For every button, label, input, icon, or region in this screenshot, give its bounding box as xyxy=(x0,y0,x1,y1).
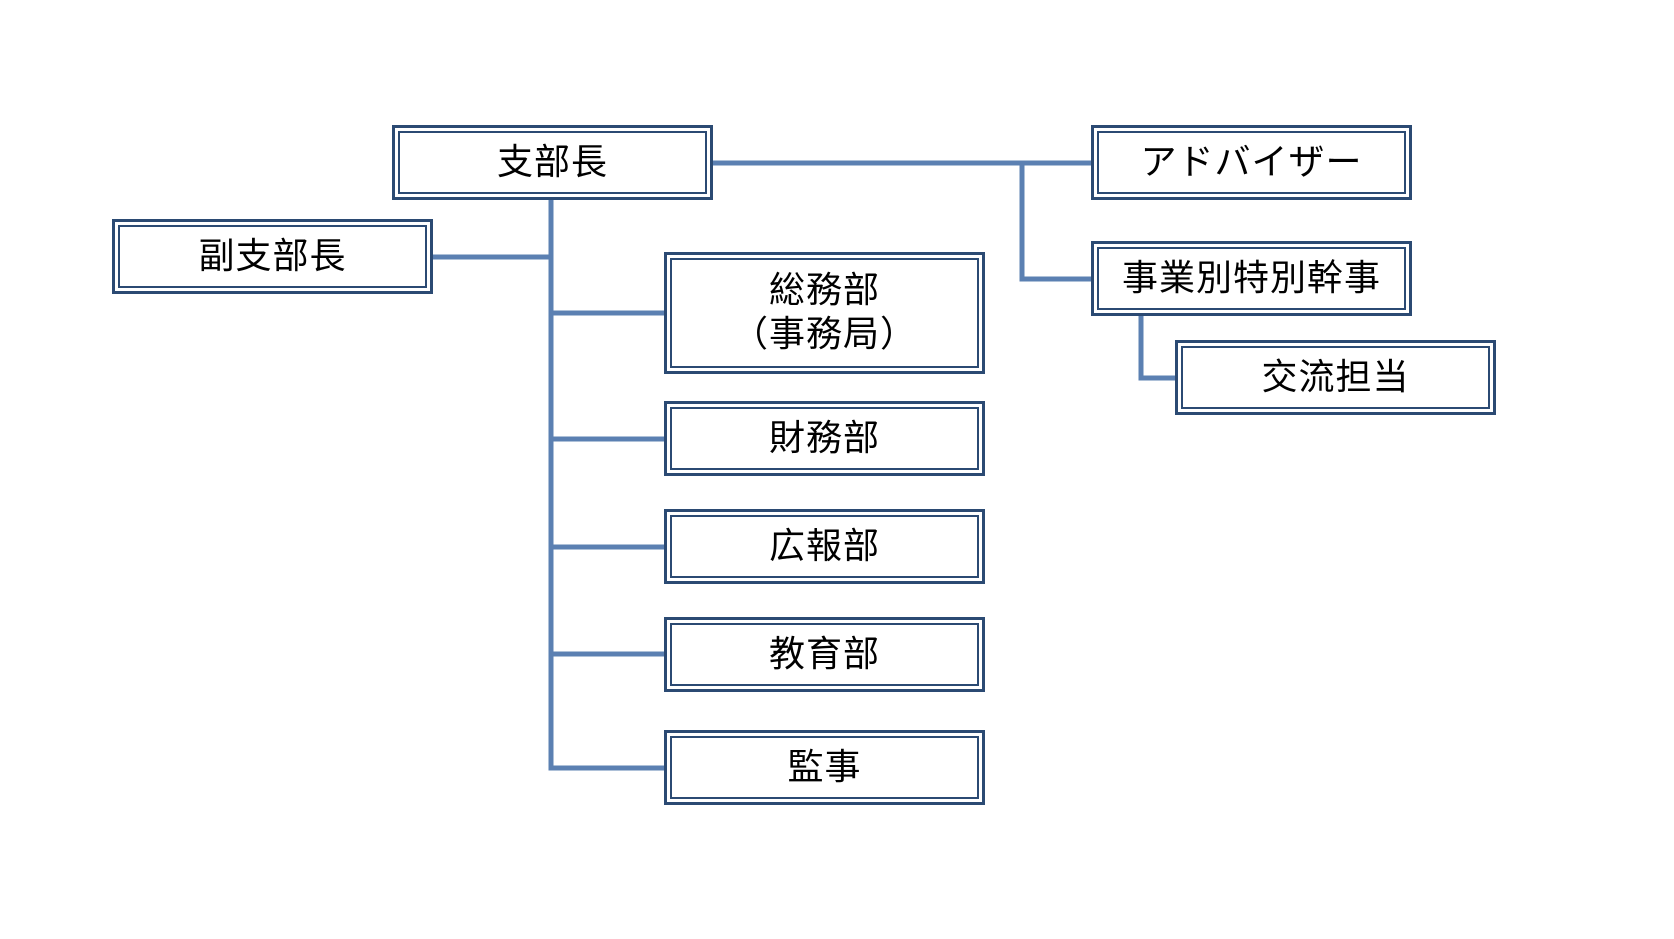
general-affairs-sub-label: （事務局） xyxy=(731,314,917,355)
finance-label: 財務部 xyxy=(768,417,880,459)
special-secretary-box: 事業別特別幹事 xyxy=(1091,241,1412,316)
education-label: 教育部 xyxy=(768,633,880,675)
public-relations-label: 広報部 xyxy=(768,525,880,567)
deputy-head-box: 副支部長 xyxy=(112,219,433,294)
special-secretary-label: 事業別特別幹事 xyxy=(1121,257,1381,299)
general-affairs-label: 総務部 xyxy=(768,270,880,311)
adviser-label: アドバイザー xyxy=(1140,141,1363,183)
auditor-box: 監事 xyxy=(664,730,985,805)
exchange-label: 交流担当 xyxy=(1261,356,1410,398)
exchange-box: 交流担当 xyxy=(1175,340,1496,415)
auditor-label: 監事 xyxy=(787,746,862,788)
finance-box: 財務部 xyxy=(664,401,985,476)
branch-head-box: 支部長 xyxy=(392,125,713,200)
adviser-box: アドバイザー xyxy=(1091,125,1412,200)
branch-head-label: 支部長 xyxy=(496,141,608,183)
public-relations-box: 広報部 xyxy=(664,509,985,584)
education-box: 教育部 xyxy=(664,617,985,692)
deputy-head-label: 副支部長 xyxy=(198,235,347,277)
general-affairs-box: 総務部 （事務局） xyxy=(664,252,985,374)
